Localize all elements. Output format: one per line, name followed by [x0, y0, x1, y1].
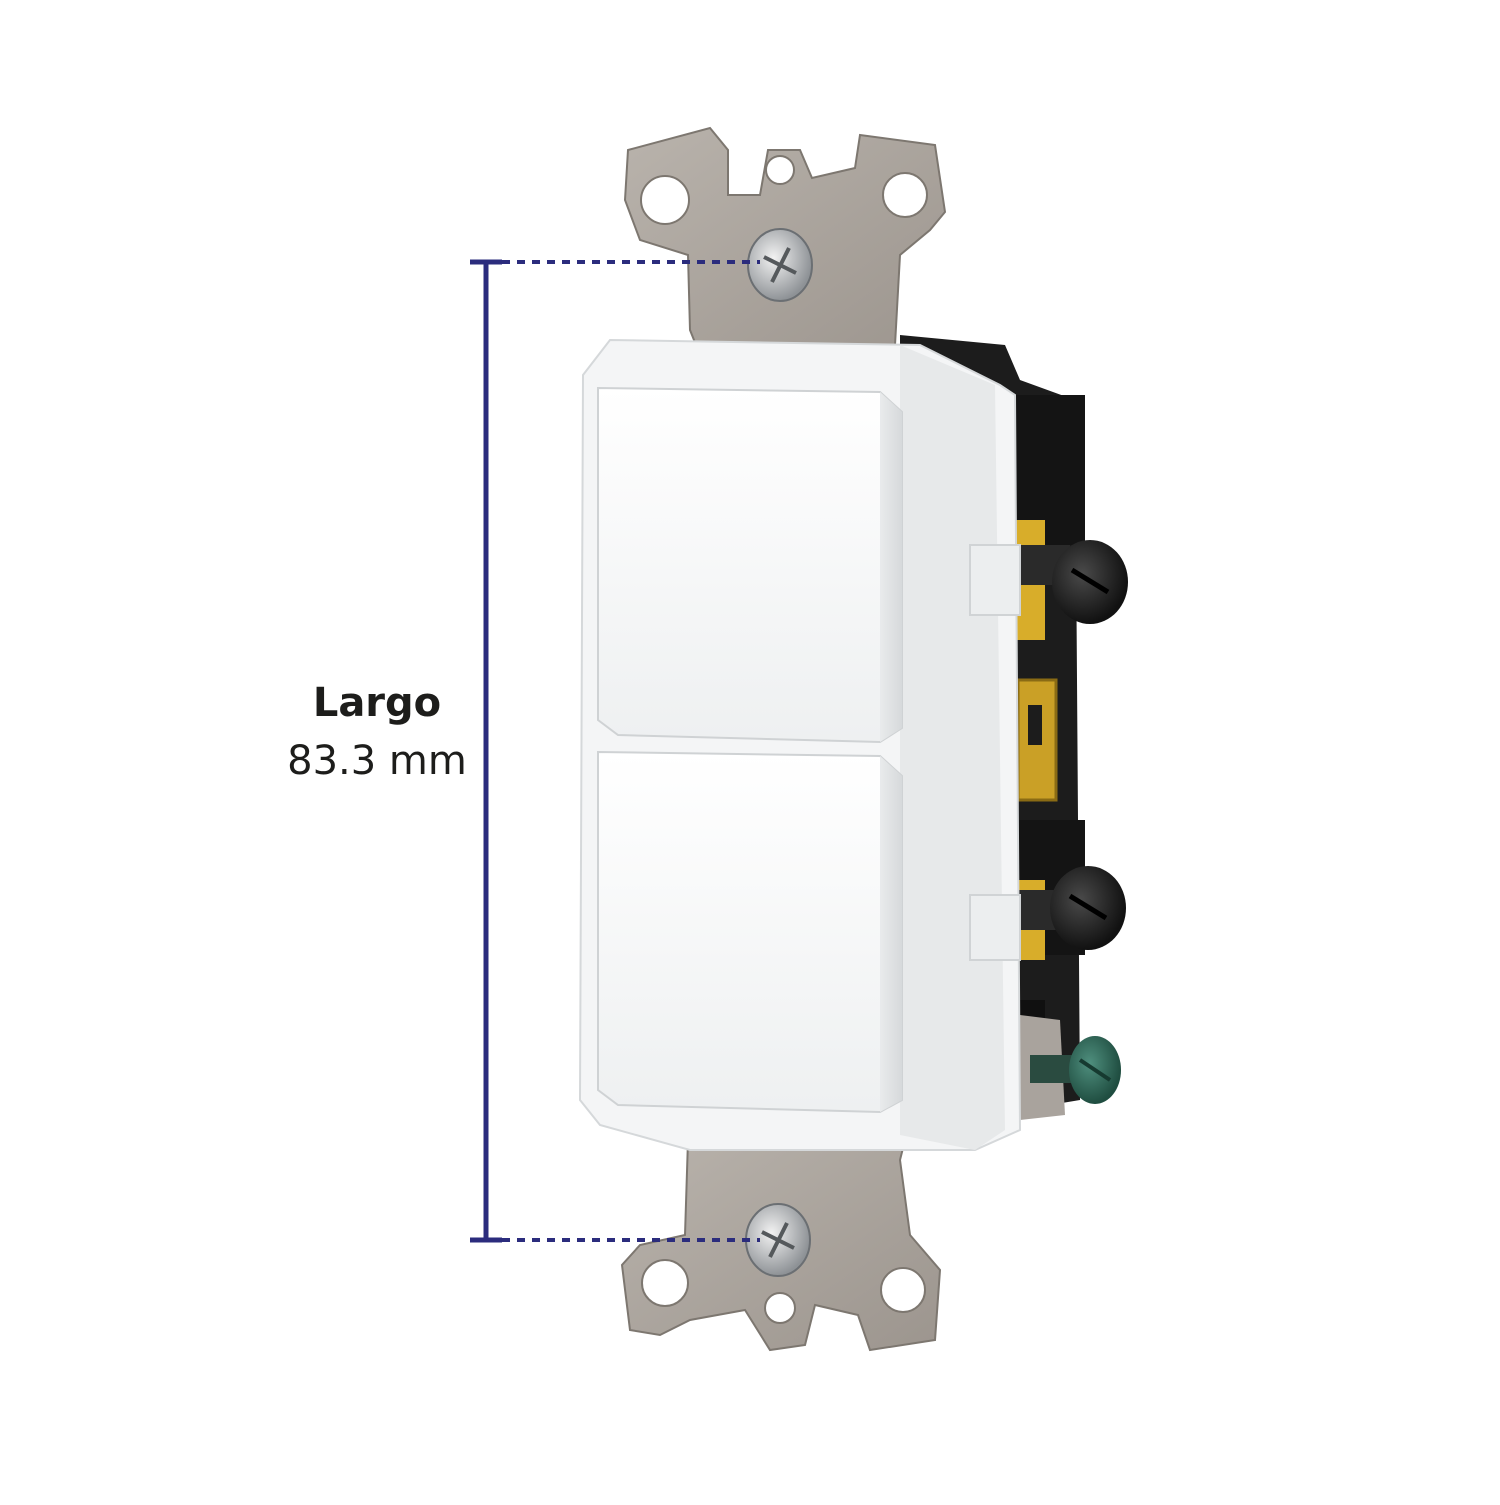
dimension-value: 83.3 mm — [287, 738, 467, 784]
terminal-screw-top — [1015, 540, 1128, 624]
bottom-mounting-screw — [745, 1203, 811, 1277]
rocker-switch-bottom — [597, 750, 903, 1114]
dimension-label: Largo — [312, 680, 442, 726]
dimension-line — [470, 259, 760, 1243]
top-mounting-screw — [747, 228, 813, 302]
rocker-switch-top — [597, 386, 903, 744]
terminal-screw-bottom — [1015, 866, 1126, 950]
ground-screw — [1020, 1015, 1121, 1120]
